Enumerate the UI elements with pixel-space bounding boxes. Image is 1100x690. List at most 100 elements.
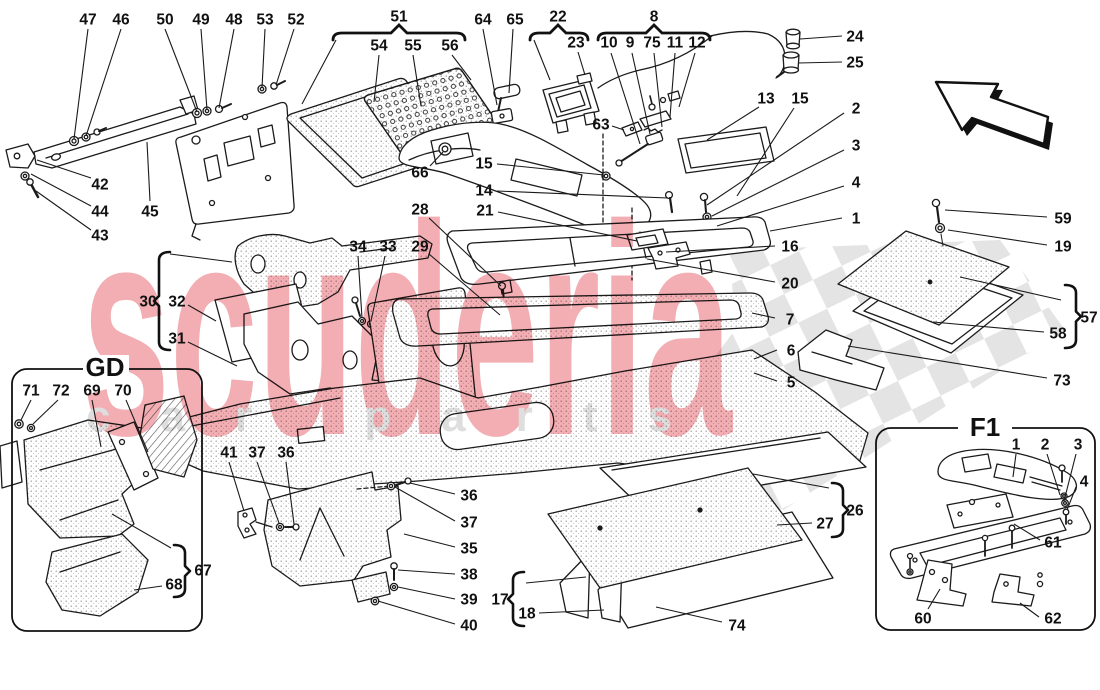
- callout-label: 61: [1044, 535, 1062, 552]
- callout-label: 38: [460, 567, 478, 584]
- callout-label: 73: [1053, 373, 1071, 390]
- callout-label: 4: [852, 175, 861, 192]
- part-handle: [490, 83, 521, 124]
- leader-line: [533, 39, 551, 81]
- part-panel-57: [837, 230, 1010, 326]
- leader-line: [261, 28, 266, 89]
- callout-label: 70: [114, 383, 131, 400]
- callout-label: 42: [91, 177, 108, 194]
- leader-line: [256, 461, 280, 524]
- leader-line: [799, 35, 843, 40]
- callout-label: 47: [79, 12, 96, 29]
- leader-line: [30, 173, 92, 207]
- callout-label: 66: [411, 165, 429, 182]
- leader-line: [538, 609, 605, 614]
- part-edge-piece: [0, 440, 23, 489]
- callout-label: 45: [141, 204, 159, 221]
- leader-line: [301, 39, 337, 105]
- fasteners-35: [275, 477, 412, 592]
- watermark-word2: car parts: [86, 392, 722, 441]
- leader-line: [736, 107, 795, 197]
- callout-label: 15: [475, 156, 493, 173]
- gd-inset-title: GD: [86, 352, 125, 382]
- callout-label: 60: [914, 611, 931, 628]
- leader-line: [497, 211, 638, 242]
- gd-title-bg: [83, 355, 129, 379]
- fasteners-71-72: [14, 419, 36, 433]
- leader-line: [646, 258, 776, 283]
- part-console-cover: [398, 121, 674, 234]
- leader-line: [927, 588, 941, 610]
- callout-label: 48: [225, 12, 243, 29]
- callout-label: 12: [688, 35, 705, 52]
- leader-line: [753, 372, 778, 382]
- leader-line: [1012, 453, 1017, 478]
- leader-line: [111, 513, 172, 549]
- leader-line: [370, 255, 386, 322]
- callout-label: 16: [781, 239, 799, 256]
- f1-title-bg: [958, 415, 1012, 439]
- group-bracket: [596, 23, 712, 42]
- group-brace: [1063, 283, 1083, 350]
- leader-line: [496, 190, 669, 199]
- leader-line: [678, 52, 696, 108]
- part-f1-bracket-mid: [946, 493, 1014, 529]
- leader-line: [428, 253, 501, 316]
- group-brace: [172, 543, 192, 599]
- callout-label: 53: [256, 12, 274, 29]
- callout-label: 40: [460, 618, 477, 635]
- leader-line: [525, 576, 587, 584]
- callout-label: 71: [22, 383, 40, 400]
- leader-line: [409, 482, 456, 495]
- callout-label: 58: [1049, 326, 1067, 343]
- leader-line: [508, 28, 514, 94]
- callout-label: 56: [441, 38, 459, 55]
- callout-label: 54: [370, 38, 388, 55]
- callout-label: 18: [518, 606, 536, 623]
- cable-curve-right: [709, 30, 786, 79]
- callout-label: 6: [787, 343, 796, 360]
- part-mounting-rail-73: [797, 329, 885, 391]
- callout-label: 51: [390, 9, 408, 26]
- part-plugs: [776, 28, 801, 78]
- leader-line: [769, 217, 843, 232]
- callout-label: 14: [475, 183, 493, 200]
- leader-line: [1063, 453, 1077, 502]
- part-foam-pad-68: [45, 533, 149, 617]
- callout-label: 59: [1054, 211, 1072, 228]
- leader-line: [1066, 486, 1077, 511]
- callout-label: 26: [846, 503, 864, 520]
- leader-line: [947, 229, 1048, 246]
- callout-label: 67: [194, 563, 211, 580]
- callout-label: 36: [460, 488, 478, 505]
- leader-line: [631, 52, 651, 135]
- leader-line: [428, 217, 502, 287]
- leader-line: [125, 399, 149, 453]
- callout-label: 3: [1074, 437, 1083, 454]
- callout-label: 1: [852, 211, 861, 228]
- part-f1-bracket-62: [991, 572, 1044, 607]
- callout-label: 43: [91, 228, 109, 245]
- callout-label: 24: [846, 29, 864, 46]
- leader-line: [397, 586, 456, 600]
- callout-label: 72: [52, 383, 69, 400]
- leader-line: [412, 54, 422, 107]
- callout-label: 11: [667, 35, 684, 52]
- leader-line: [496, 163, 605, 176]
- callout-label: 50: [156, 12, 173, 29]
- callout-label: 22: [549, 9, 566, 26]
- callout-label: 46: [112, 12, 130, 29]
- callout-label: 27: [816, 516, 833, 533]
- part-f1-bracket-60: [906, 552, 967, 607]
- part-heat-shield-17: [547, 467, 803, 623]
- leader-line: [228, 461, 245, 512]
- leader-line: [753, 349, 778, 360]
- leader-line: [577, 51, 586, 76]
- callout-label: 4: [1080, 474, 1089, 491]
- callout-label: 41: [220, 445, 238, 462]
- group-bracket: [331, 23, 467, 42]
- callout-label: 20: [781, 276, 798, 293]
- part-hinge-41: [237, 507, 273, 539]
- callout-label: 17: [491, 592, 508, 609]
- callout-label: 19: [1054, 239, 1072, 256]
